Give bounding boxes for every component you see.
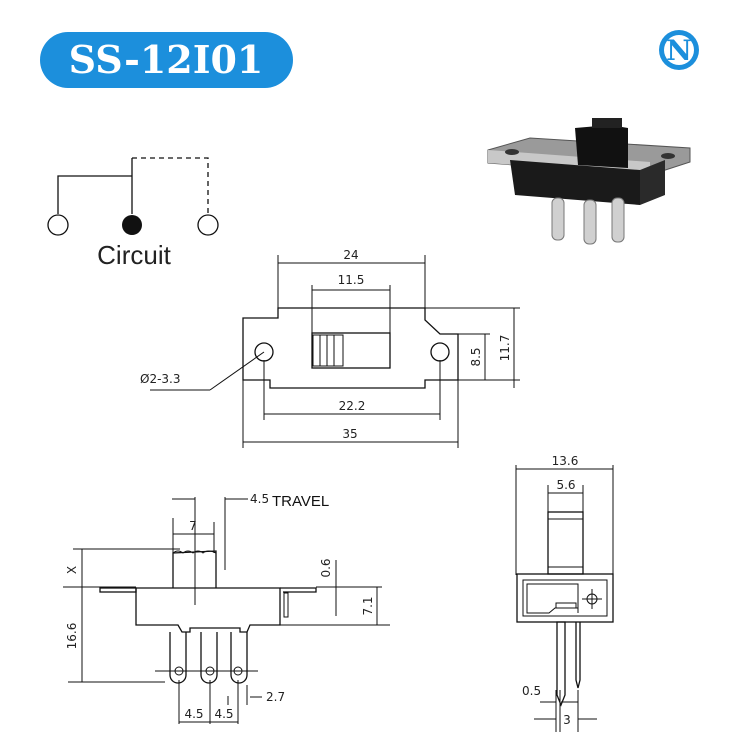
- end-view: 13.6 5.6 0.5 3: [515, 454, 614, 732]
- top-view: Ø2-3.3 24 11.5 22.2 35 8.5 11.7: [140, 248, 520, 448]
- plate-height-dim: 8.5: [469, 347, 483, 366]
- logo-letter: N: [666, 34, 692, 67]
- total-height-dim: 16.6: [65, 623, 79, 650]
- actuator-height-dim: X: [65, 566, 79, 574]
- title-badge: SS-12I01: [40, 32, 293, 88]
- pin-pitch-2-dim: 4.5: [214, 707, 233, 721]
- end-actuator-dim: 5.6: [556, 478, 575, 492]
- body-width-dim: 24: [343, 248, 358, 262]
- overall-length-dim: 35: [342, 427, 357, 441]
- side-view: 4.5 TRAVEL 7 X 16.6 0.6 7.1 4.5 4.5 2.7: [63, 492, 390, 724]
- end-width-dim: 13.6: [552, 454, 579, 468]
- circuit-diagram: Circuit: [47, 157, 219, 270]
- pin-width-dim: 2.7: [266, 690, 285, 704]
- pin-thickness-dim: 0.5: [522, 684, 541, 698]
- product-title: SS-12I01: [69, 37, 264, 82]
- pin-spacing-dim: 3: [563, 713, 571, 727]
- hole-spacing-dim: 22.2: [339, 399, 366, 413]
- overall-height-dim: 11.7: [498, 335, 512, 362]
- brand-logo: N: [659, 30, 699, 70]
- product-photo: [487, 118, 691, 245]
- body-height-dim: 7.1: [361, 596, 375, 615]
- plate-thickness-dim: 0.6: [319, 558, 333, 577]
- travel-value: 4.5: [250, 492, 269, 506]
- actuator-width-dim: 11.5: [338, 273, 365, 287]
- travel-label: TRAVEL: [272, 493, 329, 510]
- actuator-width-dim: 7: [189, 519, 197, 533]
- circuit-label: Circuit: [97, 240, 171, 270]
- hole-diameter-dim: Ø2-3.3: [140, 372, 181, 386]
- pin-pitch-1-dim: 4.5: [184, 707, 203, 721]
